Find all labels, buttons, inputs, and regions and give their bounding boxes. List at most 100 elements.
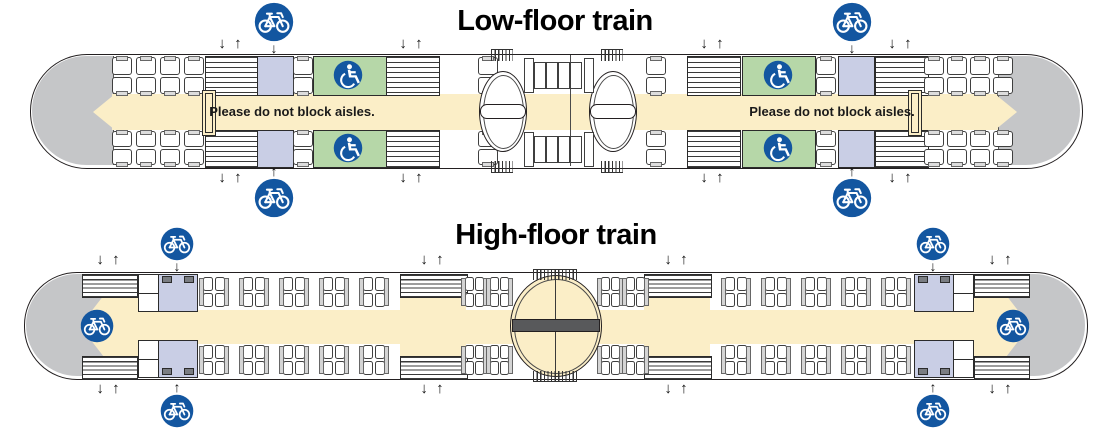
seat-group — [199, 277, 229, 307]
seat-pair — [816, 129, 836, 167]
seat-group — [801, 277, 831, 307]
seat-pair — [136, 129, 156, 167]
aisle-notice: Please do not block aisles. — [209, 104, 375, 119]
seat-pair — [184, 129, 204, 167]
bench-seat — [570, 62, 582, 89]
seat-pair — [947, 55, 967, 96]
bellows — [601, 161, 623, 173]
bike-icon — [996, 309, 1030, 343]
bike-storage-zone — [838, 56, 875, 96]
seat-pair — [924, 129, 944, 167]
equipment-cabinet — [138, 274, 160, 312]
door-steps — [205, 130, 259, 168]
door-steps — [875, 130, 929, 168]
bench-row — [534, 62, 582, 89]
wheelchair-icon — [333, 60, 363, 90]
bellows — [491, 161, 513, 173]
door-steps — [687, 130, 741, 168]
door-vestibule — [400, 296, 466, 356]
seat-pair — [947, 129, 967, 167]
door-steps — [875, 56, 929, 96]
bench-row — [534, 136, 582, 163]
door-arrows: ↓ ↑ — [700, 169, 726, 186]
bike-storage-zone — [257, 130, 294, 168]
seat-pair — [293, 55, 313, 96]
aisle-notice: Please do not block aisles. — [749, 104, 915, 119]
bike-entry-arrow: ↑ — [848, 163, 856, 179]
door-steps — [644, 356, 712, 380]
door-vestibule — [644, 296, 710, 356]
seat-pair — [646, 55, 666, 96]
bike-rack-fitting — [918, 276, 928, 283]
seat-group — [279, 345, 309, 375]
bike-icon — [254, 2, 294, 42]
seat-pair — [924, 55, 944, 96]
seat-pair — [112, 55, 132, 96]
seat-block — [293, 55, 313, 96]
wheelchair-icon — [763, 60, 793, 90]
seat-group — [319, 277, 349, 307]
wheelchair-icon — [763, 133, 793, 163]
seat-block — [199, 345, 389, 375]
seat-group — [486, 345, 513, 375]
seat-pair — [646, 129, 666, 167]
bench-seat — [524, 58, 534, 93]
seat-pair — [293, 129, 313, 167]
door-steps — [400, 356, 468, 380]
seat-pair — [160, 129, 180, 167]
seat-group — [721, 345, 751, 375]
door-steps — [687, 56, 741, 96]
bench-seat — [584, 132, 594, 167]
bench-seat — [524, 132, 534, 167]
seat-pair — [160, 55, 180, 96]
seat-group — [801, 345, 831, 375]
bike-entry-arrow: ↑ — [270, 163, 278, 179]
door-arrows: ↓ ↑ — [700, 35, 726, 52]
seat-group — [881, 345, 911, 375]
bike-rack-fitting — [184, 368, 194, 375]
seat-block — [816, 129, 836, 167]
seat-block — [646, 129, 666, 167]
bike-icon — [916, 227, 950, 261]
door-steps — [974, 356, 1030, 380]
aisle-partition — [202, 90, 216, 136]
bench-seat — [584, 58, 594, 93]
door-arrows: ↓ ↑ — [664, 380, 690, 397]
seat-group — [239, 277, 269, 307]
bike-rack-fitting — [162, 368, 172, 375]
door-arrows: ↓ ↑ — [420, 380, 446, 397]
door-steps — [82, 356, 138, 380]
door-steps — [386, 56, 440, 96]
seat-pair — [970, 55, 990, 96]
seat-block — [816, 55, 836, 96]
seat-block — [646, 55, 666, 96]
seat-block — [721, 277, 911, 307]
bike-icon — [916, 394, 950, 428]
bike-rack-fitting — [918, 368, 928, 375]
seat-pair — [816, 55, 836, 96]
door-arrows: ↓ ↑ — [988, 251, 1014, 268]
bench-seat — [570, 136, 582, 163]
door-steps — [205, 56, 259, 96]
seat-group — [622, 277, 649, 307]
door-arrows: ↓ ↑ — [988, 380, 1014, 397]
door-arrows: ↓ ↑ — [888, 35, 914, 52]
bike-entry-arrow: ↓ — [173, 258, 181, 274]
bike-rack-fitting — [940, 276, 950, 283]
seat-block — [293, 129, 313, 167]
seat-group — [841, 345, 871, 375]
door-arrows: ↓ ↑ — [399, 35, 425, 52]
door-steps — [82, 274, 138, 298]
seat-pair — [136, 55, 156, 96]
equipment-cabinet — [952, 274, 974, 312]
bench-seat — [558, 62, 570, 89]
seat-group — [881, 277, 911, 307]
seat-block — [112, 55, 204, 96]
bike-icon — [80, 309, 114, 343]
seat-group — [461, 277, 488, 307]
bench-seat — [534, 62, 546, 89]
bench-seat — [558, 136, 570, 163]
seat-group — [841, 277, 871, 307]
seat-pair — [970, 129, 990, 167]
